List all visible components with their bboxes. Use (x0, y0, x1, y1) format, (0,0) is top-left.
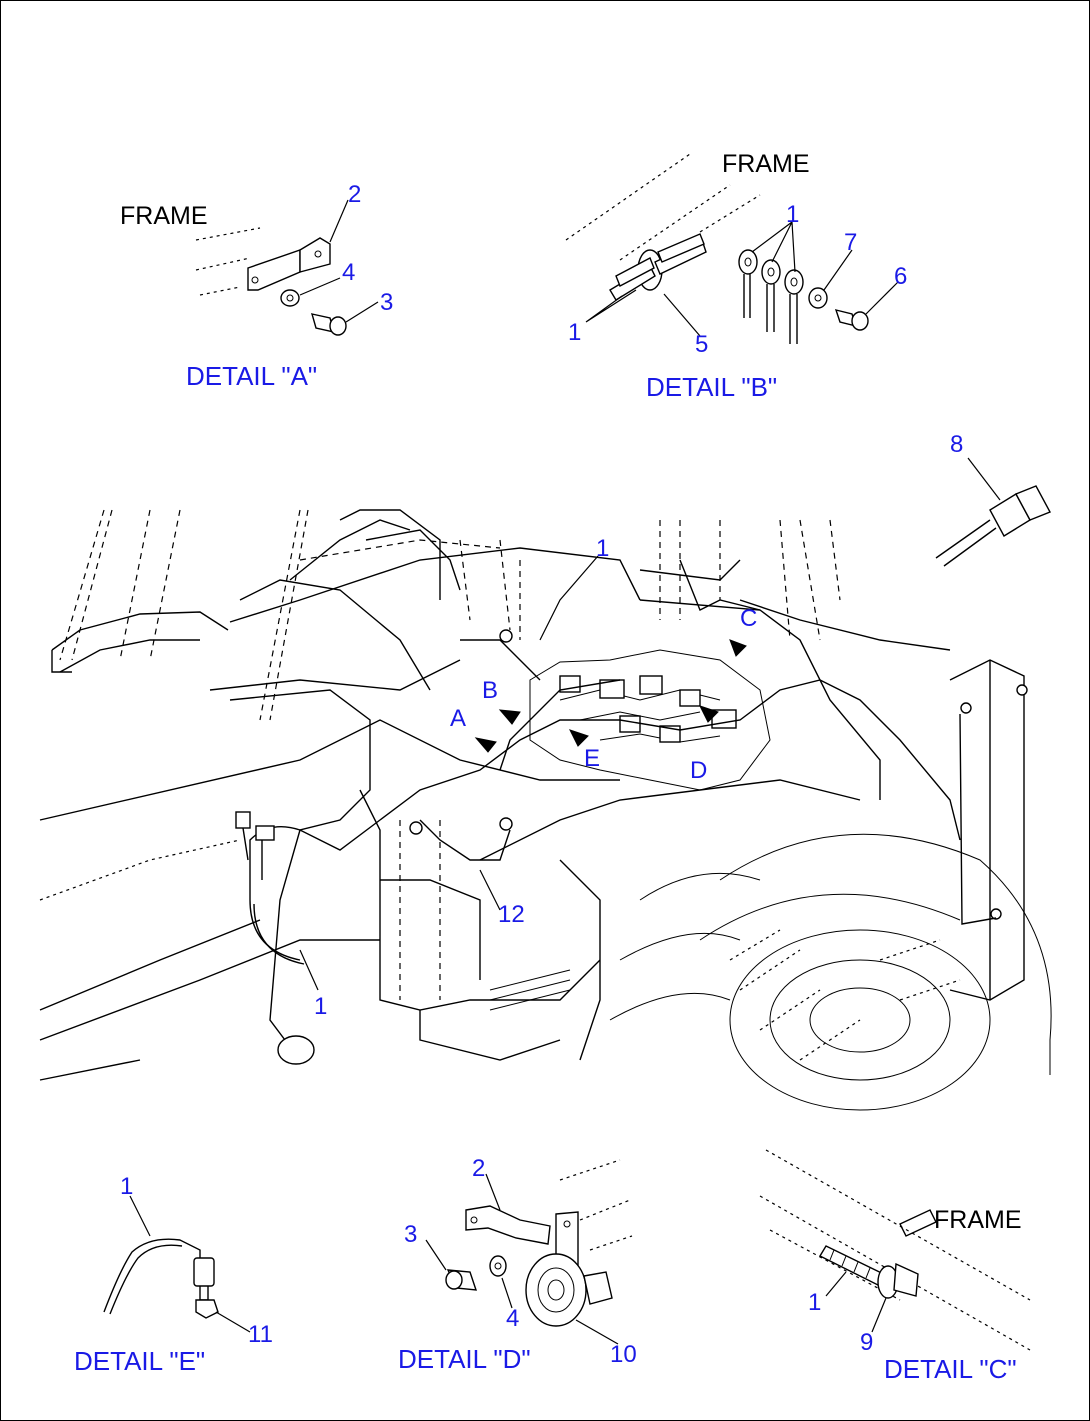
location-letter-e: E (584, 745, 600, 772)
location-letter-a: A (450, 705, 466, 732)
detail-a-callout-2: 2 (348, 181, 361, 208)
detail-b-callout-1-top: 1 (786, 201, 799, 228)
detail-a-frame-label: FRAME (120, 202, 208, 230)
detail-b-frame-label: FRAME (722, 150, 810, 178)
detail-e-callout-11: 11 (248, 1321, 273, 1348)
detail-d-callout-3: 3 (404, 1221, 417, 1248)
main-callout-8: 8 (950, 431, 963, 458)
detail-a-callout-4: 4 (342, 259, 355, 286)
detail-b-callout-6: 6 (894, 263, 907, 290)
detail-b-drawing: FRAME 1 7 6 1 5 DETAIL "B" (565, 150, 907, 402)
location-letter-b: B (482, 677, 498, 704)
main-callout-12: 12 (498, 901, 525, 928)
detail-e-callout-1: 1 (120, 1173, 133, 1200)
detail-a-drawing: FRAME 2 4 3 DETAIL "A" (120, 181, 393, 391)
detail-c-callout-1: 1 (808, 1289, 821, 1316)
detail-b-callout-7: 7 (844, 229, 857, 256)
location-letter-d: D (690, 757, 707, 784)
detail-d-drawing: 2 3 4 10 DETAIL "D" (398, 1155, 637, 1374)
detail-e-drawing: 1 11 DETAIL "E" (74, 1173, 273, 1376)
detail-d-callout-10: 10 (610, 1341, 637, 1368)
detail-a-caption: DETAIL "A" (186, 361, 317, 391)
detail-b-caption: DETAIL "B" (646, 372, 777, 402)
main-callout-1-bottom: 1 (314, 993, 327, 1020)
detail-b-callout-1-left: 1 (568, 319, 581, 346)
location-letter-c: C (740, 605, 757, 632)
detail-d-callout-4: 4 (506, 1305, 519, 1332)
detail-a-callout-3: 3 (380, 289, 393, 316)
detail-d-callout-2: 2 (472, 1155, 485, 1182)
detail-c-drawing: FRAME 1 9 DETAIL "C" (759, 1149, 1031, 1384)
detail-c-callout-9: 9 (860, 1329, 873, 1356)
detail-c-caption: DETAIL "C" (884, 1354, 1017, 1384)
detail-c-frame-label: FRAME (934, 1206, 1022, 1234)
main-machine-view: 1 12 1 A B C D E (39, 509, 1052, 1111)
detail-b-callout-5: 5 (695, 331, 708, 358)
main-callout-1-top: 1 (596, 535, 609, 562)
item-8-connector: 8 (935, 431, 1051, 567)
detail-d-caption: DETAIL "D" (398, 1344, 531, 1374)
detail-e-caption: DETAIL "E" (74, 1346, 205, 1376)
